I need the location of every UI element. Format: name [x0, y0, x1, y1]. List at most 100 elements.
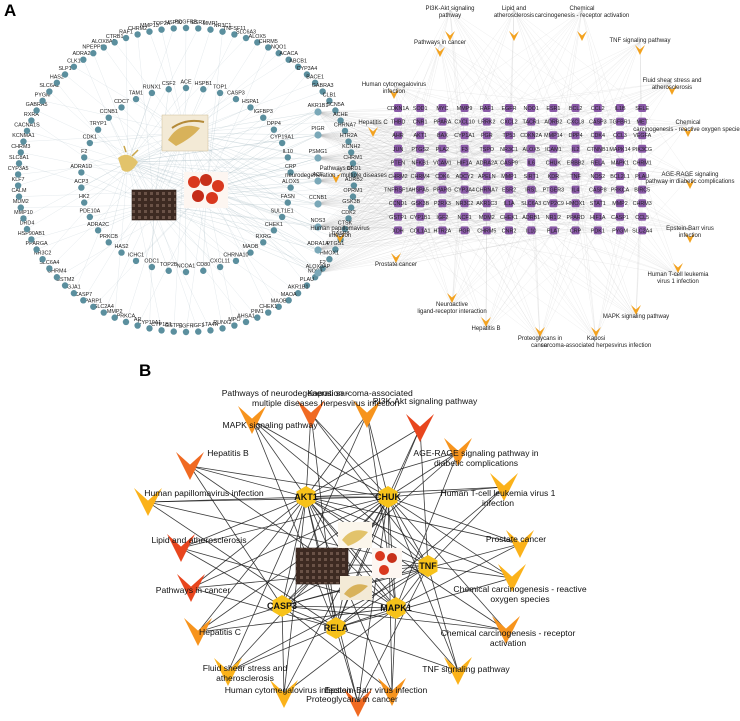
edge	[317, 134, 554, 231]
target-label: ALOX5	[249, 34, 266, 40]
edge	[281, 605, 507, 631]
edge	[56, 189, 207, 278]
pathway-node-pathways-of-neurodegeneration-multiple-diseases: Pathways of neurodegeneration -multiple …	[222, 388, 348, 428]
grid-target-node: CNR1	[413, 117, 428, 126]
edge	[103, 204, 155, 313]
edge	[442, 203, 637, 319]
target-label: SLC6A3	[236, 30, 256, 36]
edge	[508, 189, 637, 319]
target-label: SLC2A4	[94, 304, 114, 310]
target-marker	[216, 89, 224, 97]
edge	[439, 43, 598, 136]
edge	[372, 123, 443, 204]
edge	[508, 216, 597, 341]
target-label: RXRG	[255, 234, 271, 240]
grid-target-label: KDR	[548, 174, 559, 180]
edge	[387, 496, 507, 631]
edge	[317, 180, 510, 217]
grid-target-node: PTGS2	[411, 144, 429, 153]
grid-target-marker	[394, 212, 402, 221]
grid-target-label: BCL2	[569, 106, 583, 112]
grid-target-marker	[438, 226, 447, 235]
target-marker	[15, 160, 23, 167]
grid-target-node: CYP2C9	[543, 199, 564, 208]
grid-target-marker	[505, 117, 513, 126]
grid-target-label: IL1B	[614, 106, 625, 112]
grid-target-marker	[638, 212, 647, 221]
edge	[508, 175, 597, 341]
target-label: NCOA1	[177, 264, 196, 270]
grid-target-marker	[549, 212, 558, 221]
edge	[449, 9, 465, 136]
grid-target-marker	[593, 172, 602, 180]
target-label: PRKCB	[99, 234, 118, 240]
edge	[335, 627, 359, 704]
edge	[317, 180, 510, 231]
edge	[335, 627, 459, 672]
edge	[387, 496, 393, 693]
edge	[317, 111, 487, 163]
grid-target-node: TSPO	[479, 144, 494, 153]
edge	[339, 162, 421, 231]
grid-target-marker	[505, 212, 513, 221]
target-marker	[80, 56, 87, 63]
outer-target-node: SLC2A4	[94, 304, 114, 316]
outer-target-node: ESR2	[191, 20, 205, 32]
edge	[372, 123, 643, 163]
edge	[335, 496, 389, 629]
grid-target-node: IL1A	[503, 199, 515, 208]
edge	[387, 496, 521, 545]
edge	[147, 501, 337, 629]
edge	[317, 148, 643, 228]
outer-target-node: CLK1	[67, 58, 81, 70]
pathway-label: Lipid and atherosclerosis	[151, 535, 246, 545]
grid-target-marker	[438, 158, 447, 167]
grid-target-marker	[549, 144, 558, 153]
target-label: PIM1	[251, 309, 264, 315]
edge	[317, 111, 487, 204]
target-marker	[146, 325, 153, 332]
outer-target-node: ALOX5	[249, 34, 266, 46]
edge	[184, 132, 354, 164]
grid-target-label: CCL5	[635, 215, 649, 221]
edge	[317, 107, 532, 251]
grid-target-node: LRRK2	[478, 117, 495, 126]
edge	[513, 9, 576, 204]
hub-marker	[314, 223, 322, 231]
grid-target-label: GSK3B	[411, 201, 429, 207]
target-marker	[86, 213, 94, 221]
grid-target-marker	[482, 226, 491, 235]
edge	[317, 121, 554, 136]
outer-target-node: GABRA5	[26, 102, 48, 114]
edge	[513, 9, 576, 163]
outer-target-node: CHRM2	[128, 26, 147, 38]
edge	[420, 9, 583, 204]
edge	[317, 175, 421, 274]
edge	[317, 162, 576, 205]
edge	[127, 161, 349, 219]
edge	[442, 41, 641, 177]
pathway-label: Chemical carcinogenesis - reactive	[453, 584, 586, 594]
pathway-marker	[667, 85, 677, 95]
hub-marker	[314, 131, 322, 139]
edge	[513, 9, 643, 149]
edge	[317, 230, 598, 274]
edge	[397, 121, 453, 307]
grid-target-node: HSPA5	[412, 185, 429, 194]
grid-target-node: CCL3	[613, 131, 627, 140]
target-label: CD80	[196, 262, 210, 268]
target-marker	[53, 274, 61, 281]
target-marker	[105, 114, 112, 121]
edge	[317, 107, 510, 182]
edge	[619, 123, 689, 177]
hub-target-casp3: CASP3	[267, 595, 297, 617]
edge	[317, 121, 443, 251]
edge	[317, 148, 487, 205]
target-label: SLP1	[58, 66, 71, 72]
outer-target-node: EGFR	[179, 324, 194, 336]
hub-target-rela: RELA	[324, 617, 349, 639]
grid-target-marker	[638, 131, 647, 140]
ingredient-hub-node: NOS3	[311, 218, 325, 231]
edge	[339, 203, 621, 231]
